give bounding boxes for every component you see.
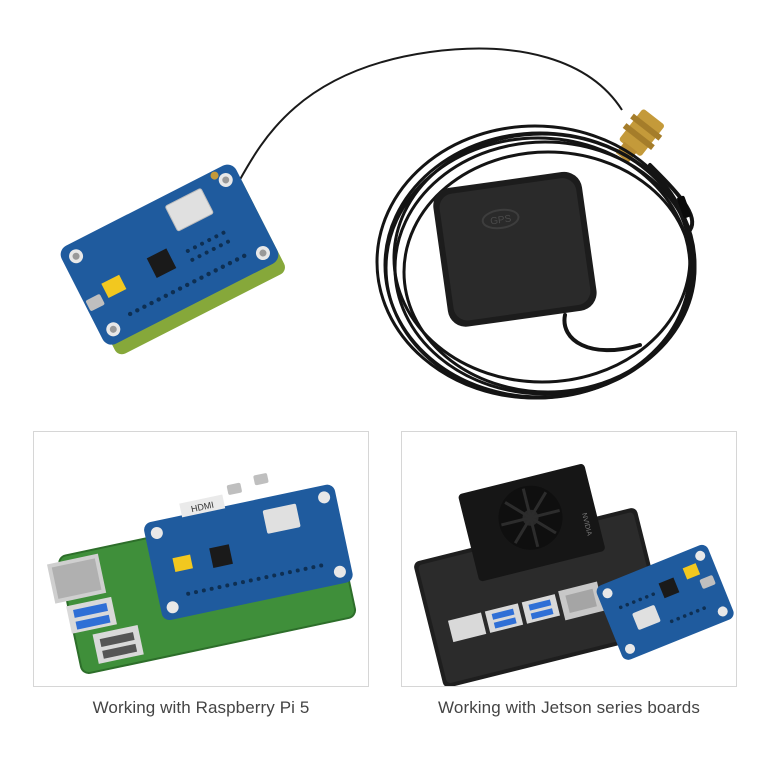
antenna-wire xyxy=(237,47,623,184)
jetson-illustration: NVIDIA xyxy=(414,464,734,686)
jetson-panel: NVIDIA xyxy=(401,431,737,687)
hero-product-illustration: GPS xyxy=(60,47,697,400)
raspberry-pi-illustration: HDMI xyxy=(47,473,357,674)
cable-tie xyxy=(677,195,691,219)
jetson-caption: Working with Jetson series boards xyxy=(438,698,700,717)
raspberry-pi-panel: HDMI xyxy=(33,431,369,687)
gps-antenna-label: GPS xyxy=(490,214,513,228)
gps-hat-board xyxy=(60,164,285,355)
hdmi-label: HDMI xyxy=(190,500,215,515)
raspberry-pi-caption: Working with Raspberry Pi 5 xyxy=(92,698,310,717)
gps-antenna-puck: GPS xyxy=(433,171,597,327)
